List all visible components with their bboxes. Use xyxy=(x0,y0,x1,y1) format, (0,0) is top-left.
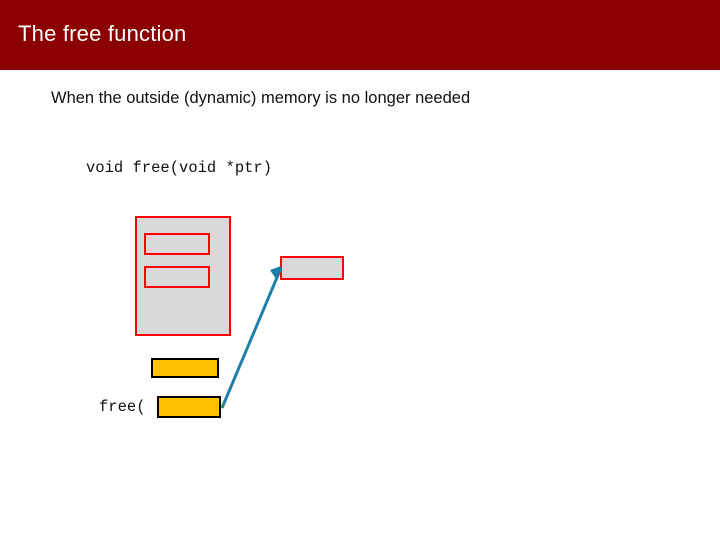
heap-slot-lower xyxy=(144,266,210,288)
yellow-pointer-box-argument xyxy=(157,396,221,418)
heap-slot-upper xyxy=(144,233,210,255)
yellow-pointer-box-top xyxy=(151,358,219,378)
pointer-target-box xyxy=(280,256,344,280)
subtitle-text: When the outside (dynamic) memory is no … xyxy=(51,89,471,107)
free-call-prefix: free( xyxy=(99,398,146,416)
code-signature: void free(void *ptr) xyxy=(86,159,273,177)
title-bar xyxy=(0,0,720,70)
page-title: The free function xyxy=(18,21,187,46)
